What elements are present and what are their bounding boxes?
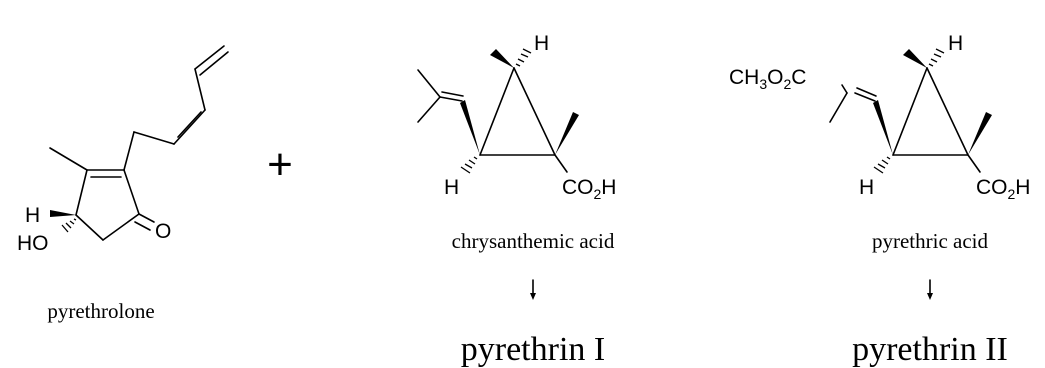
wedge-bond-methyl xyxy=(903,49,927,68)
cyclopropane-bond xyxy=(479,67,515,156)
chain-bond xyxy=(194,68,206,111)
wedge-bond-right-methyl xyxy=(555,112,579,155)
side-chain-double-inner xyxy=(856,87,877,97)
gem-methyl-bond xyxy=(417,96,441,123)
caption-chrysanthemic-acid: chrysanthemic acid xyxy=(452,229,615,253)
wedge-bond-h xyxy=(50,210,76,217)
chain-bond xyxy=(123,131,135,171)
hashed-bond-h-top xyxy=(515,48,532,67)
chain-cis-double-bond-inner xyxy=(177,111,202,138)
ring-bond xyxy=(75,214,104,241)
atom-ester: CH3O2C xyxy=(729,66,806,92)
hashed-bond-h-left xyxy=(873,156,891,174)
chain-bond xyxy=(133,131,175,145)
methyl-bond xyxy=(829,92,848,123)
atom-h-top: H xyxy=(534,32,549,55)
cyclopropane-bond xyxy=(513,67,556,156)
carboxyl-bond xyxy=(967,154,981,173)
pyrethric-acid-structure: H CH3O2C H CO2H pyrethric acid pyrethrin… xyxy=(729,32,1030,368)
pyrethrolone-structure: H HO O pyrethrolone xyxy=(17,45,229,323)
atom-h-top: H xyxy=(948,32,963,55)
terminal-double-bond-inner xyxy=(199,51,229,76)
ring-bond xyxy=(123,169,140,215)
hashed-bond-oh xyxy=(61,218,77,233)
hashed-bond-h-left xyxy=(460,156,478,174)
wedge-bond-side-chain xyxy=(873,100,893,155)
ring-bond xyxy=(75,169,88,216)
arrow-head-1 xyxy=(530,293,536,300)
cyclopropane-bond xyxy=(892,67,928,156)
product-pyrethrin-ii: pyrethrin II xyxy=(852,331,1008,368)
cyclopropane-bond xyxy=(926,67,969,156)
atom-h-left: H xyxy=(859,176,874,199)
carbonyl-bond-second xyxy=(134,221,151,231)
hashed-bond-h-top xyxy=(928,48,945,67)
caption-pyrethric-acid: pyrethric acid xyxy=(872,229,989,253)
atom-co2h: CO2H xyxy=(976,176,1030,202)
caption-pyrethrolone: pyrethrolone xyxy=(47,299,154,323)
ester-bond xyxy=(841,84,848,94)
arrow-head-2 xyxy=(927,293,933,300)
atom-o: O xyxy=(155,220,171,243)
gem-methyl-bond xyxy=(417,69,441,98)
side-chain-double-inner xyxy=(441,91,464,97)
methyl-bond xyxy=(49,147,88,171)
wedge-bond-side-chain xyxy=(460,100,480,155)
atom-ho: HO xyxy=(17,232,49,255)
atom-co2h: CO2H xyxy=(562,176,616,202)
side-chain-bond xyxy=(854,92,876,102)
ring-bond xyxy=(102,213,140,241)
plus-sign: + xyxy=(267,140,293,189)
terminal-double-bond xyxy=(194,45,225,70)
chain-cis-double-bond xyxy=(173,109,206,145)
product-pyrethrin-i: pyrethrin I xyxy=(461,331,605,368)
atom-h-left: H xyxy=(444,176,459,199)
carbonyl-bond xyxy=(138,213,155,223)
wedge-bond-methyl xyxy=(490,49,514,68)
carboxyl-bond xyxy=(554,154,568,173)
atom-h: H xyxy=(25,204,40,227)
wedge-bond-right-methyl xyxy=(968,112,992,155)
side-chain-bond xyxy=(439,96,463,102)
chrysanthemic-acid-structure: H H CO2H chrysanthemic acid pyrethrin I xyxy=(417,32,616,368)
